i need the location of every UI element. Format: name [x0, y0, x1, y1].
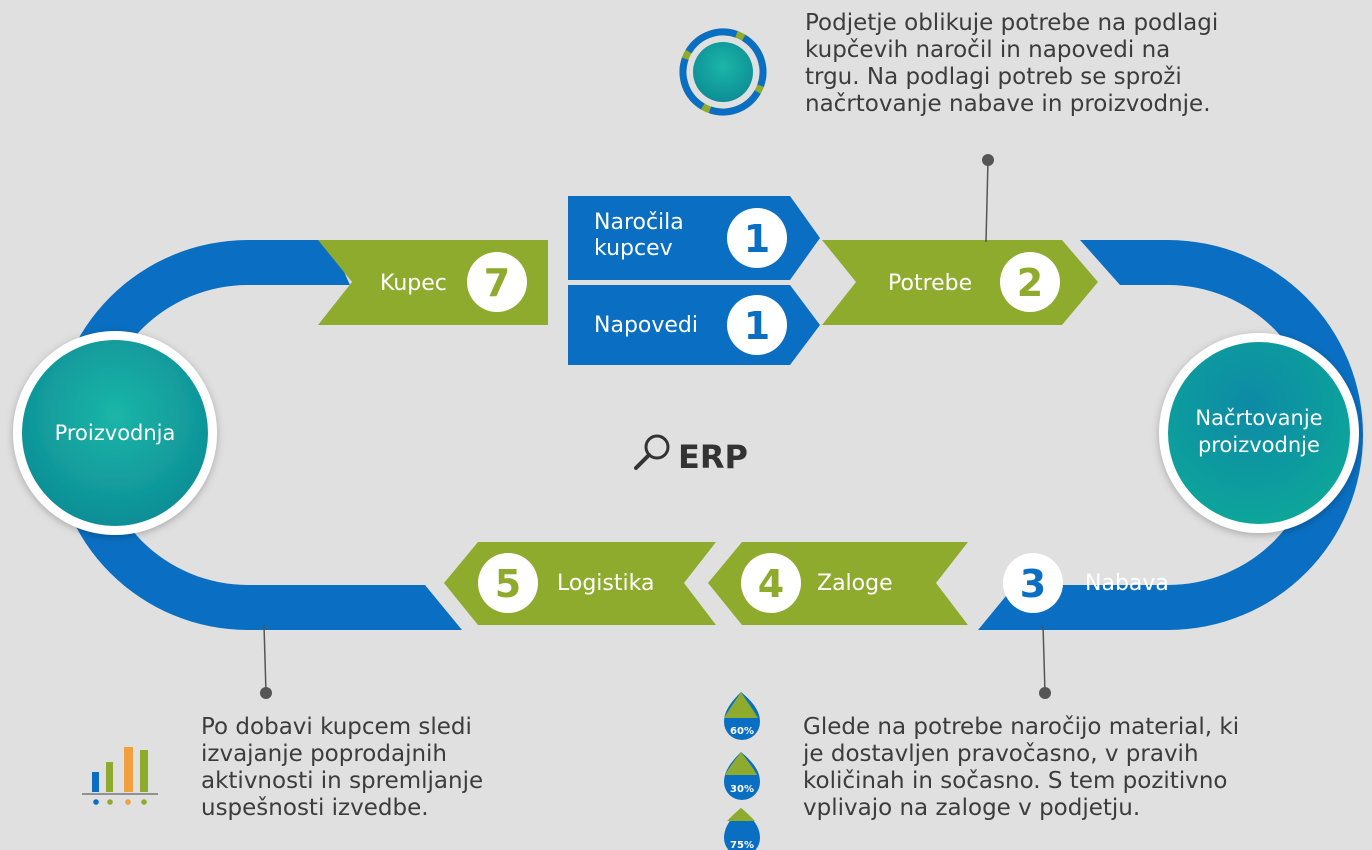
connector-logistics — [260, 624, 272, 699]
step-logistics[interactable]: 5 Logistika — [444, 542, 716, 625]
description-needs-line: trgu. Na podlagi potreb se sproži — [805, 64, 1182, 90]
description-procurement-line: Glede na potrebe naročijo material, ki — [803, 714, 1240, 740]
step-needs-number: 2 — [1017, 261, 1043, 305]
node-planning-label-1: Načrtovanje — [1195, 406, 1322, 430]
connector-procurement — [1039, 624, 1051, 699]
connector-needs — [982, 154, 994, 243]
svg-text:30%: 30% — [730, 784, 754, 795]
description-logistics-line: Po dobavi kupcem sledi — [201, 714, 472, 740]
step-orders[interactable]: Naročila kupcev 1 — [568, 196, 820, 280]
percent-badge-60: 60% — [724, 692, 760, 740]
step-stock[interactable]: 4 Zaloge — [708, 542, 968, 625]
description-needs: Podjetje oblikuje potrebe na podlagi kup… — [805, 10, 1218, 118]
node-planning-label-2: proizvodnje — [1198, 433, 1320, 457]
step-stock-label: Zaloge — [817, 571, 893, 596]
description-procurement-line: količinah in sočasno. S tem pozitivno — [803, 768, 1228, 794]
step-orders-number: 1 — [744, 217, 770, 261]
description-needs-line: načrtovanje nabave in proizvodnje. — [805, 91, 1211, 117]
step-customer[interactable]: Kupec 7 — [318, 240, 548, 325]
step-logistics-label: Logistika — [557, 571, 654, 596]
step-orders-label: Naročila — [594, 210, 684, 235]
step-procurement-number-badge — [1003, 553, 1063, 613]
step-forecasts[interactable]: Napovedi 1 — [568, 285, 820, 365]
step-customer-number: 7 — [484, 261, 510, 305]
step-customer-label: Kupec — [380, 271, 447, 296]
description-logistics: Po dobavi kupcem sledi izvajanje poproda… — [201, 714, 483, 822]
step-forecasts-label: Napovedi — [594, 313, 698, 338]
step-orders-number-badge — [727, 208, 787, 268]
step-procurement-label: Nabava — [1085, 571, 1169, 596]
step-needs-label: Potrebe — [888, 271, 972, 296]
center-label: ERP — [678, 438, 748, 476]
svg-text:75%: 75% — [730, 840, 754, 850]
node-planning[interactable] — [1159, 333, 1359, 533]
step-needs[interactable]: Potrebe 2 — [822, 240, 1098, 325]
step-needs-number-badge — [1000, 252, 1060, 312]
step-orders-label-2: kupcev — [594, 236, 673, 261]
left-loop-band — [53, 240, 462, 630]
node-production-label: Proizvodnja — [55, 421, 176, 445]
description-logistics-line: aktivnosti in spremljanje — [201, 768, 484, 794]
svg-text:60%: 60% — [730, 726, 754, 737]
step-procurement-number: 3 — [1020, 562, 1046, 606]
description-logistics-line: uspešnosti izvedbe. — [201, 795, 429, 821]
step-forecasts-number-badge — [727, 295, 787, 355]
description-needs-line: Podjetje oblikuje potrebe na podlagi — [805, 10, 1219, 36]
step-logistics-number: 5 — [495, 562, 521, 606]
description-procurement: Glede na potrebe naročijo material, ki j… — [803, 714, 1239, 822]
description-needs-line: kupčevih naročil in napovedi na — [805, 37, 1171, 63]
description-procurement-line: vplivajo na zaloge v podjetju. — [803, 795, 1141, 821]
cycle-icon — [679, 28, 767, 116]
step-stock-number: 4 — [758, 562, 784, 606]
percent-badge-75: 75% — [724, 808, 760, 850]
step-customer-number-badge — [467, 252, 527, 312]
step-procurement[interactable]: 3 Nabava — [1003, 553, 1169, 613]
description-procurement-line: je dostavljen pravočasno, v pravih — [803, 741, 1199, 767]
bar-chart-icon — [82, 747, 158, 805]
search-icon — [634, 434, 670, 470]
step-forecasts-number: 1 — [744, 304, 770, 348]
step-logistics-number-badge — [478, 553, 538, 613]
node-production[interactable] — [13, 331, 217, 535]
description-logistics-line: izvajanje poprodajnih — [201, 741, 448, 767]
percent-badge-30: 30% — [724, 752, 760, 800]
step-stock-number-badge — [741, 553, 801, 613]
